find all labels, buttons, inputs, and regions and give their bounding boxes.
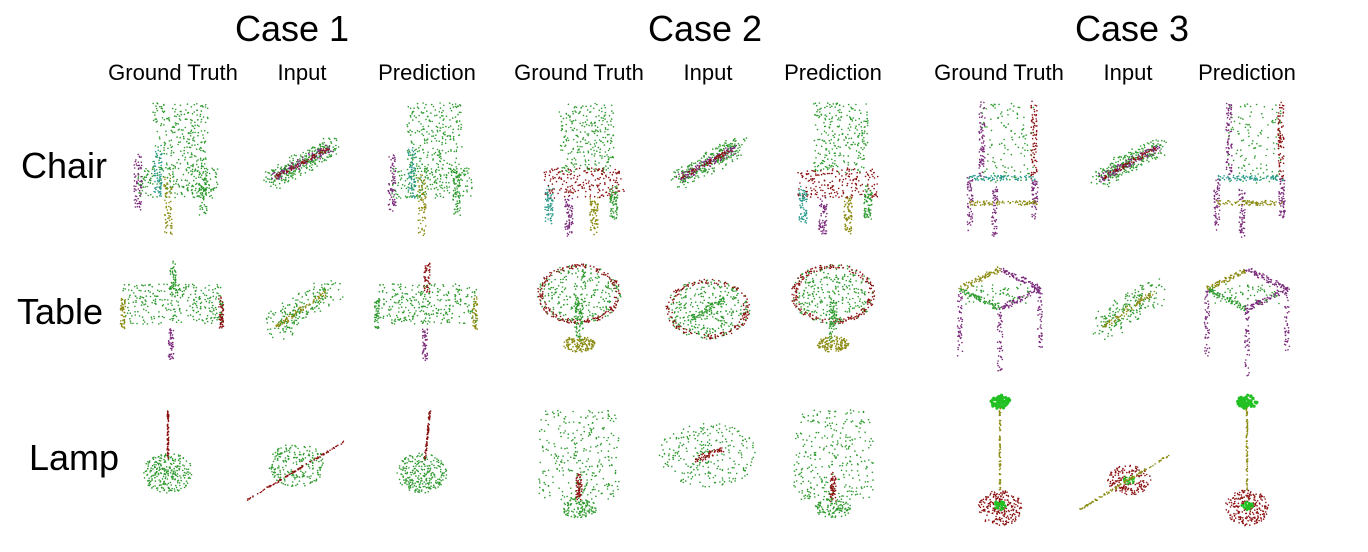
point-cloud-svg: [537, 263, 622, 353]
point-cloud-svg: [373, 262, 479, 361]
chair-case-3-ground-truth-point-cloud: [940, 98, 1060, 238]
point-cloud-svg: [793, 409, 874, 519]
point-cloud-svg: [1092, 278, 1166, 341]
case-1-prediction-label: Prediction: [378, 60, 476, 85]
point-cloud-svg: [1213, 101, 1286, 238]
point-cloud-svg: [263, 137, 340, 189]
case-3-prediction-label: Prediction: [1198, 60, 1296, 85]
row-label-lamp: Lamp: [28, 437, 120, 478]
lamp-case-3-input-point-cloud: [1069, 390, 1189, 530]
case-2-title: Case 2: [647, 8, 763, 49]
table-case-3-input-point-cloud: [1069, 244, 1189, 384]
chair-case-2-ground-truth-point-cloud: [519, 98, 639, 238]
lamp-case-2-input-point-cloud: [648, 390, 768, 530]
table-case-1-input-point-cloud: [242, 244, 362, 384]
table-case-2-input-point-cloud: [648, 244, 768, 384]
chair-case-1-input-point-cloud: [242, 98, 362, 238]
point-cloud-svg: [133, 102, 219, 235]
point-cloud-svg: [1090, 139, 1167, 188]
table-case-3-prediction-point-cloud: [1187, 244, 1307, 384]
table-case-2-prediction-point-cloud: [773, 244, 893, 384]
point-cloud-svg: [1079, 454, 1170, 510]
table-case-3-ground-truth-point-cloud: [940, 244, 1060, 384]
chair-case-3-input-point-cloud: [1069, 98, 1189, 238]
chair-case-1-ground-truth-point-cloud: [113, 98, 233, 238]
point-cloud-svg: [1225, 393, 1270, 527]
lamp-case-2-ground-truth-point-cloud: [519, 390, 639, 530]
point-cloud-svg: [791, 264, 876, 353]
lamp-case-1-prediction-point-cloud: [367, 390, 487, 530]
point-cloud-svg: [265, 280, 344, 340]
table-case-2-ground-truth-point-cloud: [519, 244, 639, 384]
point-cloud-svg: [143, 410, 193, 494]
point-cloud-svg: [977, 393, 1023, 526]
chair-case-2-prediction-point-cloud: [773, 98, 893, 238]
case-2-input-label: Input: [683, 60, 733, 85]
chair-case-1-prediction-point-cloud: [367, 98, 487, 238]
chair-case-3-prediction-point-cloud: [1187, 98, 1307, 238]
point-cloud-svg: [670, 137, 748, 189]
point-cloud-svg: [246, 440, 345, 501]
case-1-input-label: Input: [277, 60, 327, 85]
point-cloud-svg: [665, 278, 751, 340]
point-cloud-svg: [538, 409, 620, 519]
table-case-1-ground-truth-point-cloud: [113, 244, 233, 384]
point-cloud-svg: [119, 260, 225, 361]
point-cloud-svg: [956, 266, 1044, 372]
point-cloud-svg: [1203, 267, 1291, 377]
point-cloud-svg: [387, 102, 473, 237]
lamp-case-2-prediction-point-cloud: [773, 390, 893, 530]
point-cloud-svg: [797, 102, 879, 235]
point-cloud-svg: [396, 410, 448, 494]
point-cloud-svg: [966, 100, 1039, 237]
case-3-ground-truth-label: Ground Truth: [934, 60, 1064, 85]
lamp-case-3-ground-truth-point-cloud: [940, 390, 1060, 530]
point-cloud-svg: [658, 423, 756, 488]
lamp-case-3-prediction-point-cloud: [1187, 390, 1307, 530]
case-1-title: Case 1: [234, 8, 350, 49]
case-3-title: Case 3: [1074, 8, 1190, 49]
case-2-prediction-label: Prediction: [784, 60, 882, 85]
row-label-table: Table: [16, 291, 104, 332]
lamp-case-1-input-point-cloud: [242, 390, 362, 530]
row-label-chair: Chair: [20, 145, 108, 186]
table-case-1-prediction-point-cloud: [367, 244, 487, 384]
case-2-ground-truth-label: Ground Truth: [514, 60, 644, 85]
point-cloud-svg: [543, 102, 625, 237]
case-1-ground-truth-label: Ground Truth: [108, 60, 238, 85]
lamp-case-1-ground-truth-point-cloud: [113, 390, 233, 530]
case-3-input-label: Input: [1103, 60, 1153, 85]
chair-case-2-input-point-cloud: [648, 98, 768, 238]
